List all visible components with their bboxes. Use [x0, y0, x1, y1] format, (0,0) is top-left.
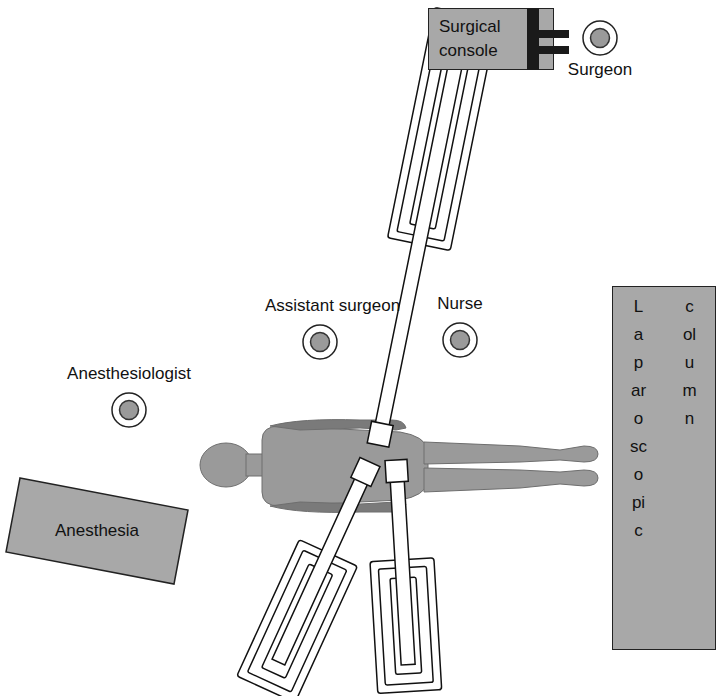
person-marker: Surgeon	[555, 21, 645, 83]
person-symbol	[441, 321, 479, 359]
person-dot	[311, 333, 330, 352]
patient-head	[200, 443, 252, 487]
arm-joint	[351, 457, 380, 486]
person-symbol	[110, 391, 148, 429]
person-marker: Assistant surgeon	[265, 295, 375, 359]
patient-arm	[270, 502, 406, 512]
person-symbol	[301, 323, 339, 361]
console-bar	[527, 8, 539, 70]
person-ring	[583, 21, 617, 55]
role-label: Assistant surgeon	[265, 295, 375, 317]
arm-joint	[367, 421, 393, 447]
person-ring	[112, 393, 146, 427]
vertical-word: Laparoscopic	[630, 293, 647, 545]
person-dot	[451, 331, 470, 350]
person-ring	[303, 325, 337, 359]
box-label: Anesthesia	[55, 520, 139, 542]
patient-leg	[424, 442, 598, 464]
person-ring	[443, 323, 477, 357]
robot-arm	[347, 7, 497, 451]
vertical-label: Laparoscopic column	[613, 293, 715, 643]
arm-beam	[374, 52, 464, 432]
role-label: Anesthesiologist	[54, 363, 204, 385]
arm-beam	[272, 473, 370, 665]
person-dot	[591, 29, 610, 48]
person-dot	[120, 401, 139, 420]
anesthesia-cart	[6, 478, 188, 584]
role-label: Surgeon	[555, 59, 645, 81]
arm-beam	[390, 475, 415, 665]
equipment-box: Anesthesia	[4, 476, 190, 586]
patient-leg	[424, 468, 598, 492]
console-handle	[539, 46, 569, 54]
person-symbol	[581, 19, 619, 57]
arm-joint	[385, 459, 408, 482]
box-label: Surgical console	[439, 15, 509, 63]
equipment-tower: Laparoscopic column	[612, 286, 716, 650]
robot-arm	[364, 458, 442, 693]
equipment-box: Surgical console	[428, 8, 554, 70]
person-marker: Nurse	[415, 293, 505, 357]
person-marker: Anesthesiologist	[54, 363, 204, 427]
console-handle	[539, 30, 569, 38]
role-label: Nurse	[415, 293, 505, 315]
vertical-word: column	[681, 293, 698, 433]
